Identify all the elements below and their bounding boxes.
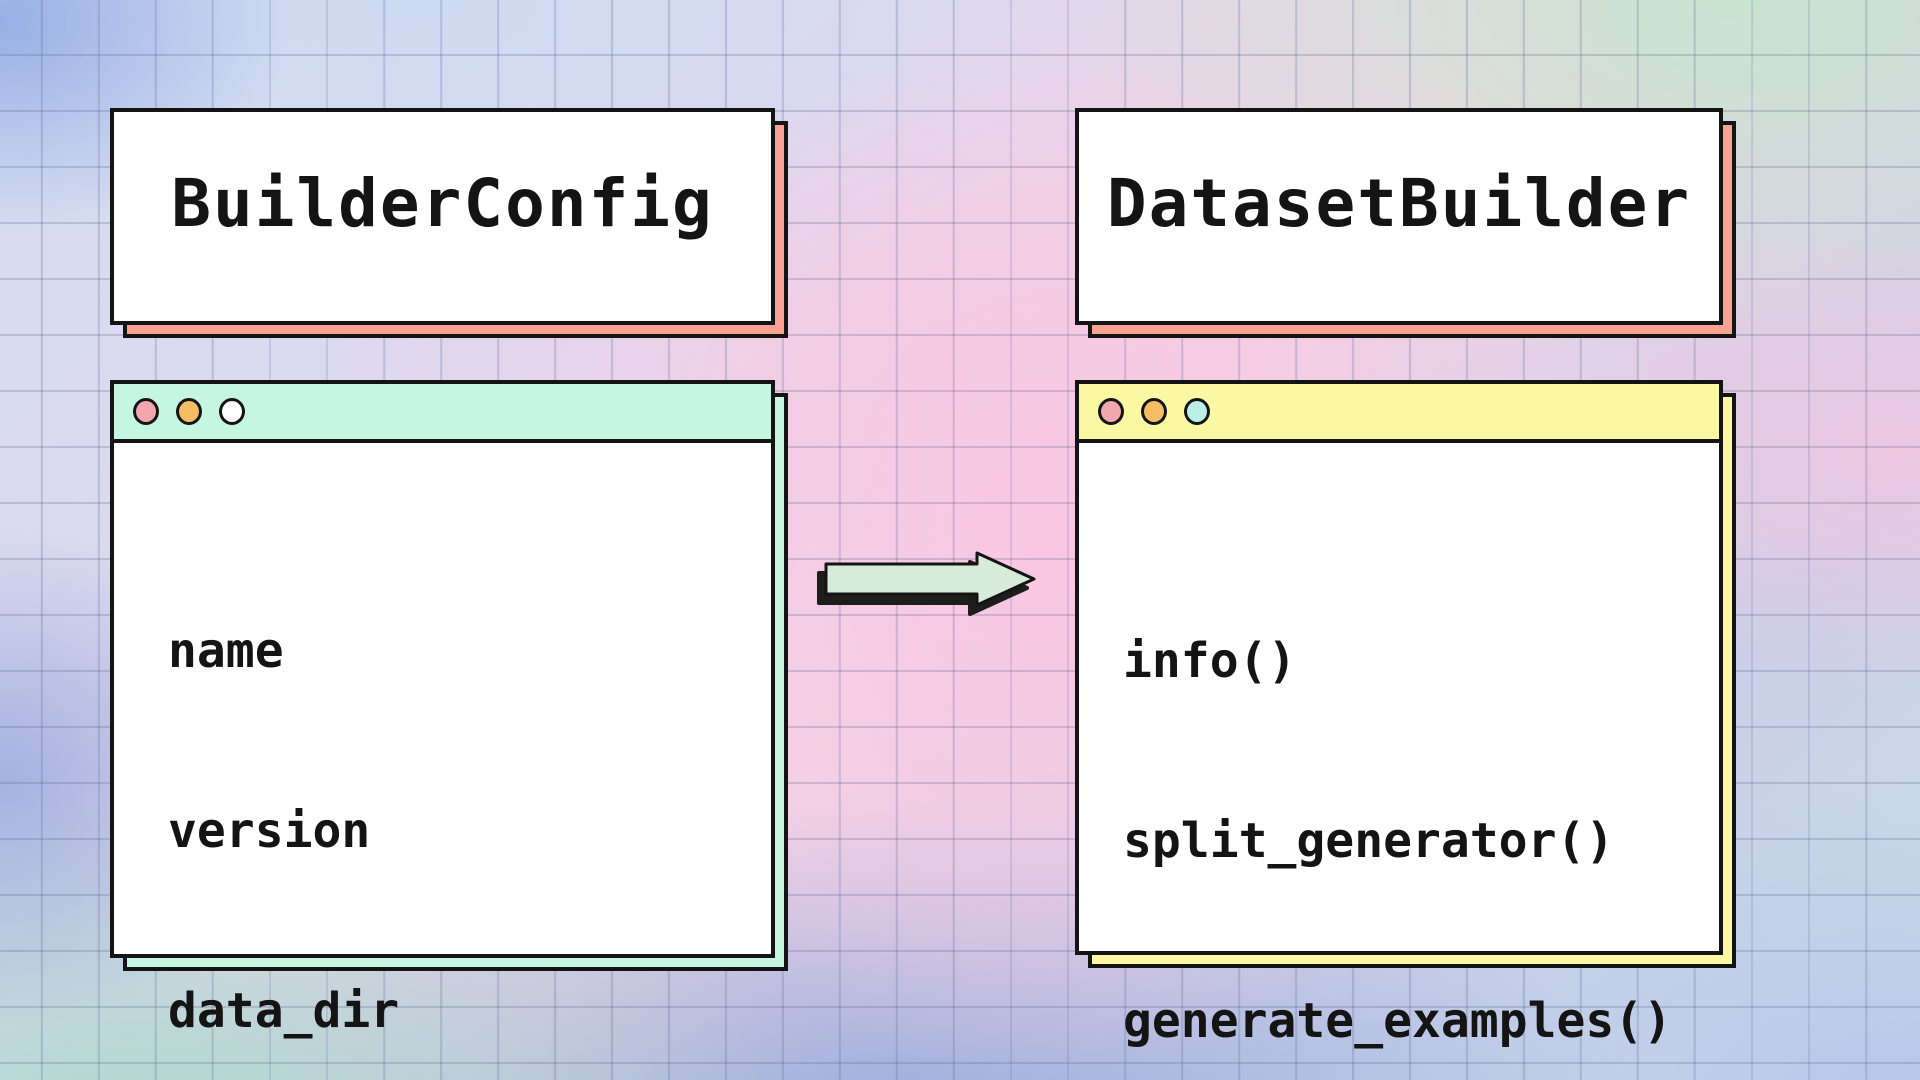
close-dot-icon	[1098, 398, 1124, 425]
close-dot-icon	[133, 398, 159, 425]
maximize-dot-icon	[219, 398, 245, 425]
maximize-dot-icon	[1184, 398, 1210, 425]
builder-config-fields: name version data_dir data_files descrip…	[114, 443, 771, 1039]
field-data-dir: data_dir	[168, 983, 400, 1039]
method-info: info()	[1123, 633, 1297, 689]
minimize-dot-icon	[176, 398, 202, 425]
builder-config-title-card: BuilderConfig	[110, 108, 788, 338]
minimize-dot-icon	[1141, 398, 1167, 425]
method-generate-examples: generate_examples()	[1123, 993, 1673, 1049]
builder-config-titlebar	[114, 384, 771, 443]
dataset-builder-window: info() split_generator() generate_exampl…	[1075, 380, 1736, 1049]
field-name: name	[168, 623, 284, 679]
dataset-builder-title: DatasetBuilder	[1106, 165, 1692, 242]
builder-config-window: name version data_dir data_files descrip…	[110, 380, 788, 1039]
dataset-builder-methods: info() split_generator() generate_exampl…	[1079, 443, 1719, 1049]
builder-config-title: BuilderConfig	[171, 165, 714, 242]
method-split-generator: split_generator()	[1123, 813, 1615, 869]
right-arrow-icon	[817, 551, 1036, 616]
dataset-builder-title-card: DatasetBuilder	[1075, 108, 1736, 338]
field-version: version	[168, 803, 371, 859]
dataset-builder-titlebar	[1079, 384, 1719, 443]
